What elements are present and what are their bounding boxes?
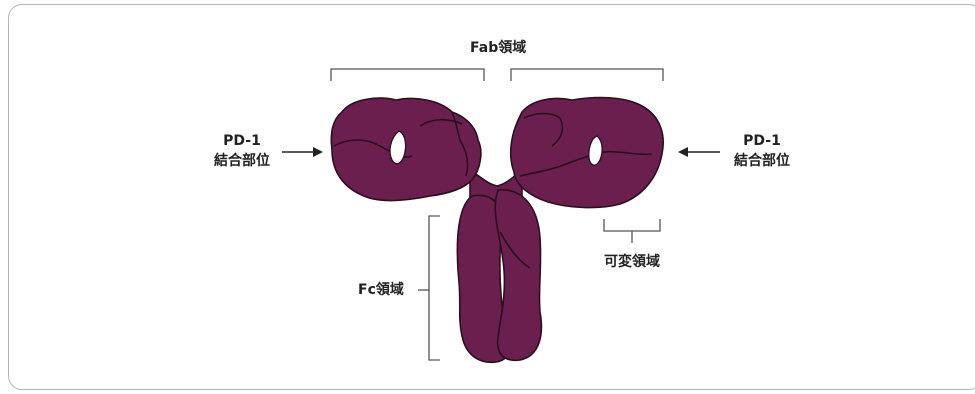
right-binding-site-line2: 結合部位 [722,151,802,171]
right-arrow [678,147,720,157]
fab-bracket-right [511,69,663,81]
fc-region-label: Fc領域 [358,280,404,300]
right-binding-site-label: PD-1 結合部位 [722,131,802,171]
fc-chain-right [495,190,541,360]
fc-bracket [418,216,440,360]
left-fab-arm [331,98,481,200]
left-binding-site-line2: 結合部位 [202,151,282,171]
right-binding-site-line1: PD-1 [722,131,802,151]
antibody-shape [331,98,663,363]
variable-region-label: 可変領域 [592,252,672,272]
left-binding-site-line1: PD-1 [202,131,282,151]
fab-bracket-left [331,69,484,81]
variable-region-bracket [604,219,660,243]
fab-region-label: Fab領域 [470,38,526,58]
left-arrow [282,147,323,157]
fab-bracket [331,69,663,81]
left-binding-site-label: PD-1 結合部位 [202,131,282,171]
